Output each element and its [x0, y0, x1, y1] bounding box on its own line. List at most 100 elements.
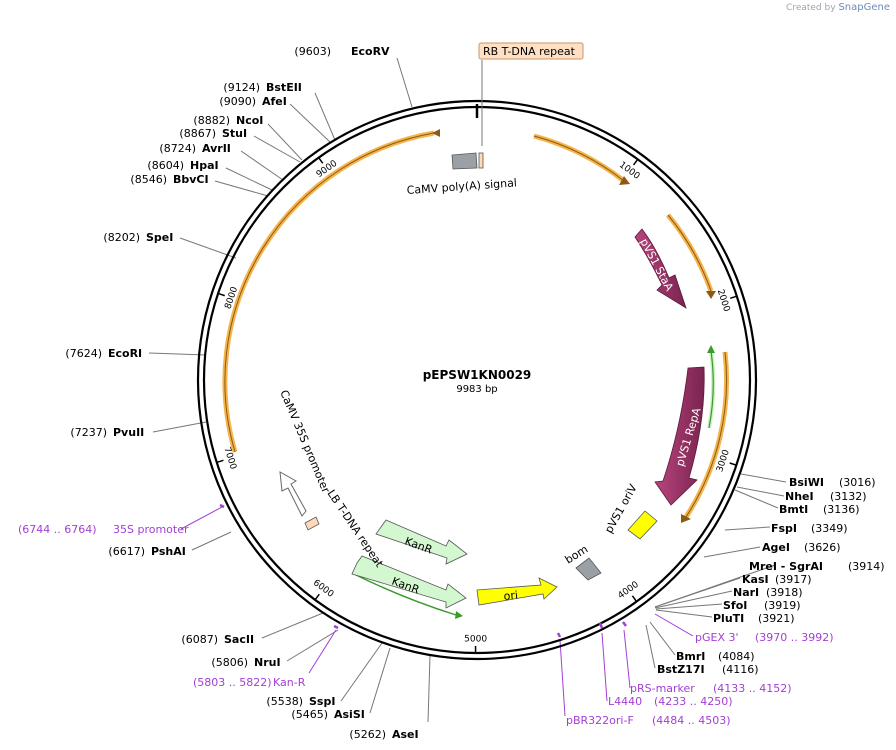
primer-name-pbr322[interactable]: pBR322ori-F [566, 714, 634, 727]
plasmid-name: pEPSW1KN0029 [423, 368, 532, 382]
kanr-feature-2[interactable] [351, 555, 467, 609]
site-name-agei[interactable]: AgeI [762, 541, 790, 554]
stab-label: pVS1 StaA [637, 236, 676, 293]
site-name-bstz17i[interactable]: BstZ17I [657, 663, 705, 676]
site-name-spei[interactable]: SpeI [146, 231, 173, 244]
site-pos-bsteii: (9124) [223, 81, 260, 94]
primer-name-prs[interactable]: pRS-marker [630, 682, 695, 695]
lb-tdna-feature[interactable] [304, 516, 320, 531]
site-name-ecorv[interactable]: EcoRV [351, 45, 390, 58]
site-name-mrei-sgrai[interactable]: MreI - SgrAI [749, 560, 823, 573]
site-name-kasi[interactable]: KasI [742, 573, 769, 586]
stab-feature[interactable] [634, 228, 687, 309]
site-name-nhei[interactable]: NheI [785, 490, 814, 503]
bom-feature[interactable] [575, 557, 602, 581]
site-name-bbvci[interactable]: BbvCI [173, 173, 209, 186]
site-name-bsteii[interactable]: BstEII [266, 81, 302, 94]
site-pos-pluti: (3921) [758, 612, 795, 625]
site-name-bmri[interactable]: BmrI [676, 650, 705, 663]
primer-range-l4440: (4233 .. 4250) [654, 695, 733, 708]
site-pos-stui: (8867) [179, 127, 216, 140]
site-name-asisi[interactable]: AsiSI [334, 708, 365, 721]
orange-arrowhead-a [619, 176, 630, 185]
rb-label-box [478, 42, 584, 60]
site-name-stui[interactable]: StuI [222, 127, 247, 140]
site-pos-ecorv: (9603) [294, 45, 331, 58]
tick-mark-1000 [632, 158, 639, 166]
green-arc-arrowhead [707, 345, 715, 353]
kanr-green-arrowhead [455, 611, 463, 619]
site-pos-avrii: (8724) [159, 142, 196, 155]
ori-label: ori [503, 589, 519, 603]
site-name-sfoi[interactable]: SfoI [723, 599, 747, 612]
site-name-nari[interactable]: NarI [733, 586, 759, 599]
tick-mark-6000 [314, 593, 320, 601]
tick-mark-3000 [729, 462, 737, 466]
primer-range-prs: (4133 .. 4152) [713, 682, 792, 695]
orange-arc-d-core [224, 132, 435, 453]
tick-label-6000: 6000 [311, 578, 336, 600]
site-name-pvuii[interactable]: PvuII [113, 426, 144, 439]
tick-label-2000: 2000 [715, 288, 732, 313]
site-name-ecori[interactable]: EcoRI [108, 347, 142, 360]
site-pos-bmri: (4084) [718, 650, 755, 663]
site-pos-hpai: (8604) [147, 159, 184, 172]
oriv-feature[interactable] [627, 510, 658, 540]
primer-marks [219, 503, 627, 638]
site-pos-pvuii: (7237) [70, 426, 107, 439]
primer-leader-lines [180, 506, 694, 717]
primer-range-kanr: (5803 .. 5822) [193, 676, 272, 689]
site-pos-pshai: (6617) [108, 545, 145, 558]
ori-feature[interactable] [476, 577, 558, 606]
site-pos-sfoi: (3919) [764, 599, 801, 612]
primer-name-35s[interactable]: 35S promoter [113, 523, 189, 536]
primer-range-pgex: (3970 .. 3992) [755, 631, 834, 644]
tick-mark-9000 [318, 157, 324, 164]
site-pos-asei: (5262) [349, 728, 386, 741]
tick-mark-8000 [217, 292, 225, 297]
site-name-sacii[interactable]: SacII [224, 633, 254, 646]
site-pos-bstz17i: (4116) [722, 663, 759, 676]
site-name-afei[interactable]: AfeI [262, 95, 287, 108]
orange-arc-c-core [685, 351, 728, 518]
site-pos-fspi: (3349) [811, 522, 848, 535]
polya-feature[interactable] [451, 152, 478, 170]
kanr-feature-1[interactable] [375, 519, 468, 565]
site-name-bmti[interactable]: BmtI [779, 503, 808, 516]
site-name-pshai[interactable]: PshAI [151, 545, 186, 558]
primer-name-l4440[interactable]: L4440 [608, 695, 642, 708]
primer-name-kanr[interactable]: Kan-R [273, 676, 306, 689]
tick-mark-7000 [216, 459, 224, 464]
site-name-sspi[interactable]: SspI [309, 695, 335, 708]
kanr-label-1: KanR [403, 535, 434, 557]
site-name-nrui[interactable]: NruI [254, 656, 281, 669]
site-pos-agei: (3626) [804, 541, 841, 554]
site-name-pluti[interactable]: PluTI [713, 612, 744, 625]
site-name-bsiwi[interactable]: BsiWI [789, 476, 824, 489]
tick-mark-2000 [729, 295, 738, 300]
site-pos-ncoi: (8882) [193, 114, 230, 127]
plasmid-length: 9983 bp [456, 384, 497, 395]
enzyme-site-labels: (9603) EcoRV (9124) BstEII (9090) AfeI (… [65, 45, 884, 741]
orange-arc-b-core [667, 214, 712, 292]
orange-arc-d [222, 130, 435, 453]
tick-mark-4000 [631, 595, 638, 602]
site-name-avrii[interactable]: AvrII [202, 142, 231, 155]
lb-label: LB T-DNA repeat [325, 487, 387, 570]
orange-arrowhead-b [706, 291, 716, 299]
site-pos-sspi: (5538) [266, 695, 303, 708]
orange-arc-a-core [533, 135, 625, 182]
p35s-feature[interactable] [279, 471, 307, 517]
rb-tdna-feature[interactable] [478, 152, 484, 169]
kanr-green-line [351, 572, 457, 616]
primer-labels: (6744 .. 6764) 35S promoter (5803 .. 582… [18, 523, 834, 727]
site-pos-spei: (8202) [103, 231, 140, 244]
site-name-hpai[interactable]: HpaI [190, 159, 219, 172]
repa-feature[interactable] [654, 366, 705, 506]
primer-name-pgex[interactable]: pGEX 3' [695, 631, 739, 644]
site-pos-nrui: (5806) [211, 656, 248, 669]
site-pos-sacii: (6087) [181, 633, 218, 646]
site-name-asei[interactable]: AseI [392, 728, 419, 741]
site-name-fspi[interactable]: FspI [771, 522, 797, 535]
site-name-ncoi[interactable]: NcoI [236, 114, 263, 127]
